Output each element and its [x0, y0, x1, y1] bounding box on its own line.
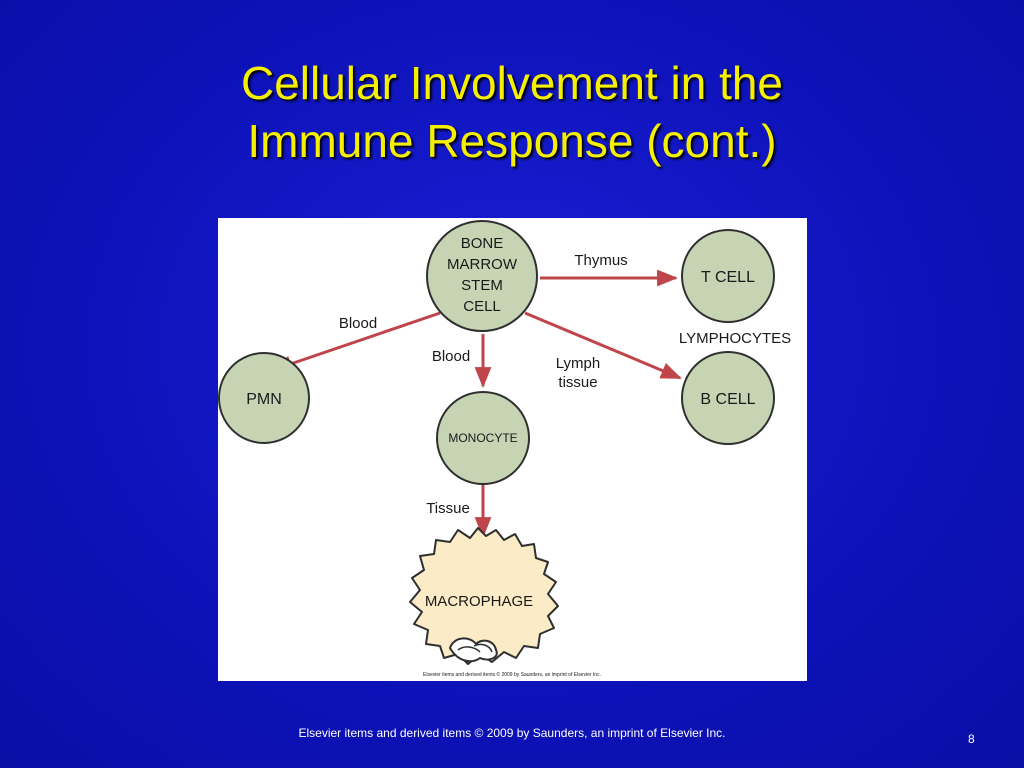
- stem-cell-label-4: CELL: [463, 298, 501, 315]
- arrow-stem-to-pmn: [271, 311, 441, 372]
- slide-title: Cellular Involvement in the Immune Respo…: [0, 54, 1024, 170]
- slide-title-line2: Immune Response (cont.): [247, 115, 777, 167]
- lymph-label-1: Lymph: [556, 355, 600, 372]
- immune-cell-diagram: BONE MARROW STEM CELL T CELL B CELL PMN …: [218, 218, 807, 681]
- b-cell-node: [681, 351, 775, 445]
- tissue-label: Tissue: [426, 500, 470, 517]
- blood-down-label: Blood: [432, 348, 470, 365]
- slide-footer: Elsevier items and derived items © 2009 …: [298, 726, 726, 740]
- stem-cell-label-1: BONE: [461, 235, 504, 252]
- macrophage-label: MACROPHAGE: [425, 593, 533, 610]
- macrophage-nucleus-line: [457, 643, 493, 653]
- t-cell-node: [681, 229, 775, 323]
- slide-title-line1: Cellular Involvement in the: [240, 57, 784, 109]
- arrow-stem-to-bcell: [524, 311, 682, 380]
- b-cell-label: B CELL: [700, 391, 755, 408]
- page-number: 8: [968, 732, 975, 746]
- blood-left-label: Blood: [339, 315, 377, 332]
- monocyte-node: [436, 391, 530, 485]
- stem-cell-label-2: MARROW: [447, 256, 518, 273]
- lymph-label-2: tissue: [558, 374, 597, 391]
- diagram-svg: BONE MARROW STEM CELL T CELL B CELL PMN …: [218, 220, 791, 678]
- stem-cell-label-3: STEM: [461, 277, 503, 294]
- lymphocytes-group-label: LYMPHOCYTES: [679, 330, 791, 347]
- stem-cell-node: [426, 220, 538, 332]
- t-cell-label: T CELL: [701, 269, 755, 286]
- diagram-credit: Elsevier items and derived items © 2009 …: [423, 671, 601, 678]
- pmn-node: [218, 352, 310, 444]
- pmn-label: PMN: [246, 391, 282, 408]
- thymus-label: Thymus: [574, 252, 627, 269]
- macrophage-nucleus-icon: [448, 637, 498, 663]
- monocyte-label: MONOCYTE: [448, 431, 517, 445]
